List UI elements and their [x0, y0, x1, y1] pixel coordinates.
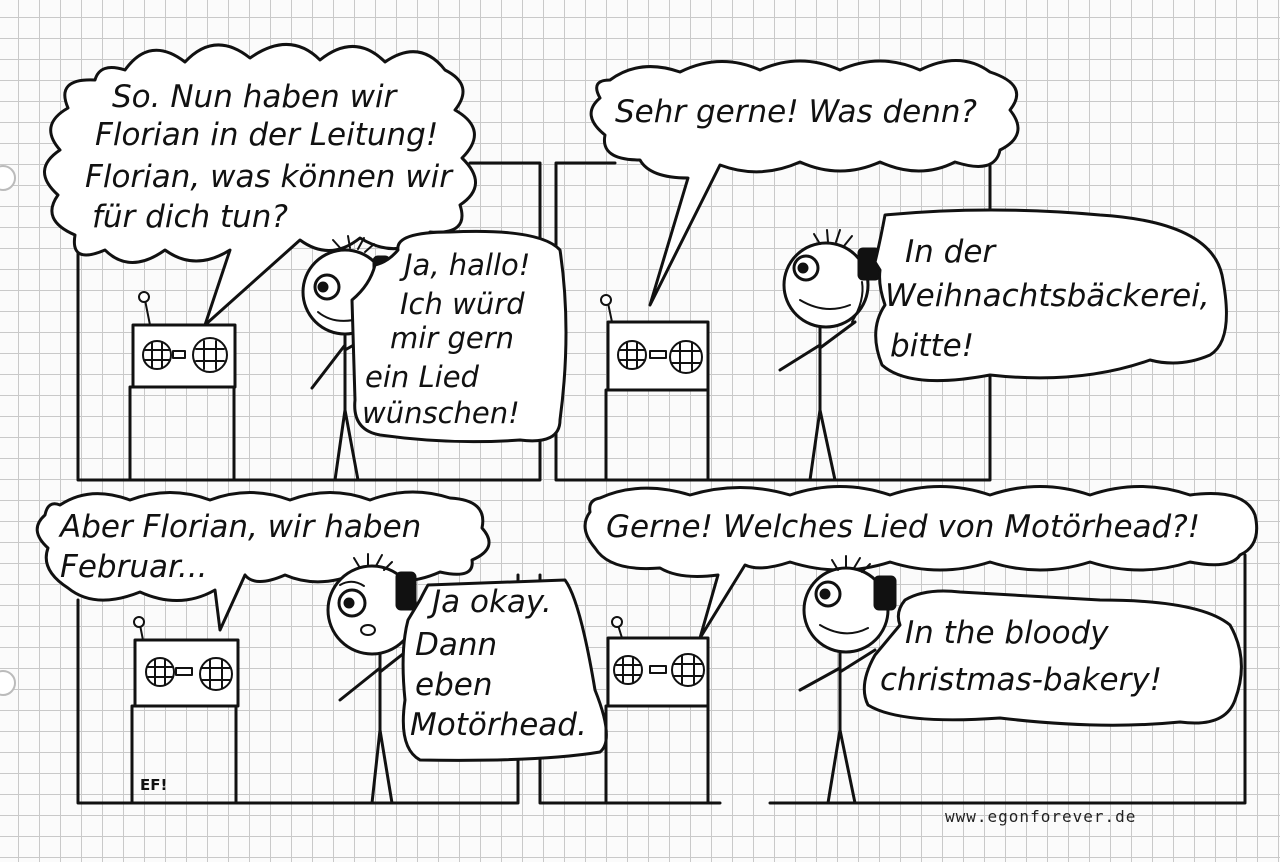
speaker-right-icon: [669, 340, 703, 374]
panel-1-host-text: So. Nun haben wir Florian in der Leitung…: [85, 79, 462, 235]
panel-1-radio: [128, 291, 237, 482]
panel-3: Aber Florian, wir haben Februar... EF!: [35, 490, 608, 805]
panel-4-caller-text: In the bloody christmas-bakery!: [880, 615, 1162, 698]
panel-3-caller-bubble: [401, 578, 608, 762]
artist-initials: EF!: [140, 776, 167, 794]
speaker-right-icon: [671, 653, 705, 687]
panel-2-caller-figure: [778, 229, 881, 482]
speaker-left-icon: [142, 340, 172, 370]
speaker-left-icon: [617, 340, 647, 370]
speaker-left-icon: [613, 655, 643, 685]
panel-3-caller-figure: [326, 553, 418, 805]
panel-2-host-text: Sehr gerne! Was denn?: [615, 94, 977, 130]
panel-1-caller-bubble: [350, 229, 568, 444]
panel-3-host-bubble: [35, 490, 491, 632]
panel-3-radio: EF!: [130, 616, 240, 805]
speaker-right-icon: [192, 337, 228, 373]
panel-3-caller-text: Ja okay. Dann eben Motörhead.: [410, 584, 587, 743]
panel-2: Sehr gerne! Was denn?: [589, 59, 1228, 482]
panel-4-radio: [604, 616, 710, 805]
panel-1-caller-text: Ja, hallo! Ich würd mir gern ein Lied wü…: [362, 248, 540, 430]
panel-2-caller-bubble: [873, 208, 1228, 383]
panel-2-host-bubble: [589, 59, 1020, 307]
panel-4: Gerne! Welches Lied von Motörhead?!: [583, 485, 1259, 805]
panel-1: So. Nun haben wir Florian in der Leitung…: [43, 43, 568, 482]
speaker-right-icon: [199, 657, 233, 691]
panel-3-host-text: Aber Florian, wir haben Februar...: [58, 509, 431, 585]
panel-4-host-text: Gerne! Welches Lied von Motörhead?!: [606, 509, 1200, 545]
panel-2-caller-text: In der Weihnachtsbäckerei, bitte!: [885, 234, 1220, 364]
binder-hole-top: [0, 165, 16, 191]
website-signature: www.egonforever.de: [945, 807, 1136, 826]
binder-hole-bottom: [0, 670, 16, 696]
speaker-left-icon: [145, 657, 175, 687]
panel-4-caller-figure: [798, 555, 897, 805]
panel-2-radio: [600, 294, 710, 482]
phone-icon: [395, 571, 417, 611]
phone-icon: [873, 575, 897, 611]
panel-4-caller-bubble: [862, 589, 1243, 727]
panel-4-host-bubble: [583, 485, 1259, 640]
